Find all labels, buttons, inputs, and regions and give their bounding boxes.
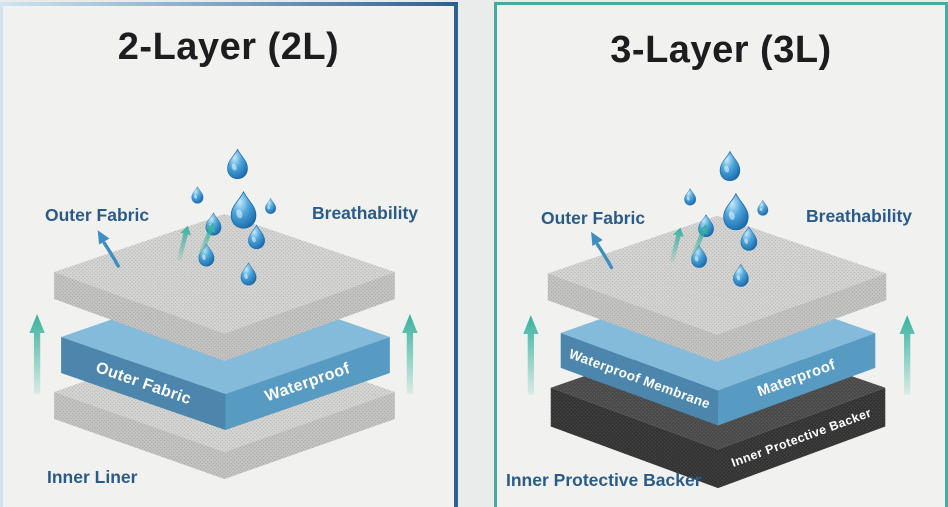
outer-fabric-left-face	[54, 272, 225, 361]
outer-fabric-layer	[54, 214, 395, 361]
inner-liner-label: Inner Liner	[47, 467, 138, 487]
backer-left-face	[550, 387, 719, 489]
membrane-left-face	[560, 333, 719, 426]
outer-fabric-right-face	[717, 273, 887, 362]
outer-fabric-pointer-arrow	[97, 230, 120, 268]
outer-fabric-top-face	[54, 214, 395, 334]
waterproof-right-face	[225, 337, 390, 430]
panel-3l-title: 3-Layer (3L)	[610, 29, 832, 71]
panel-3l: 3-Layer (3L) Inner Protective Backer Wat…	[494, 2, 948, 507]
waterproof-left-face	[61, 337, 226, 430]
waterproof-layer: Outer Fabric Waterproof	[61, 280, 390, 430]
outer-fabric-top-face	[547, 215, 887, 336]
airflow-arrow-right	[899, 315, 915, 395]
outer-fabric-left-face	[547, 273, 718, 362]
outer-fabric-right-face	[224, 272, 395, 361]
airflow-arrow-left	[29, 314, 45, 394]
3l-diagram: Inner Protective Backer Waterproof Membr…	[523, 150, 915, 489]
inner-protective-backer-label: Inner Protective Backer	[506, 470, 702, 490]
panel-2l-title: 2-Layer (2L)	[117, 26, 340, 68]
outer-fabric-layer	[547, 215, 887, 362]
inner-liner-right-face	[224, 392, 395, 479]
outer-fabric-label: Outer Fabric	[45, 205, 150, 225]
airflow-arrow-left	[523, 315, 539, 395]
membrane-right-face	[718, 333, 876, 426]
backer-right-face	[718, 387, 886, 489]
inner-liner-left-face	[54, 392, 225, 479]
2l-diagram: Outer Fabric Waterproof	[29, 148, 418, 479]
panel-2l: 2-Layer (2L) Outer Fabric Waterproof	[0, 2, 458, 507]
breathability-label: Breathability	[806, 206, 912, 226]
outer-fabric-label: Outer Fabric	[541, 208, 646, 228]
outer-fabric-pointer-arrow	[591, 231, 614, 270]
breathability-label: Breathability	[312, 203, 418, 223]
panel-2l-top-border	[3, 2, 454, 6]
airflow-arrow-right	[402, 314, 418, 394]
